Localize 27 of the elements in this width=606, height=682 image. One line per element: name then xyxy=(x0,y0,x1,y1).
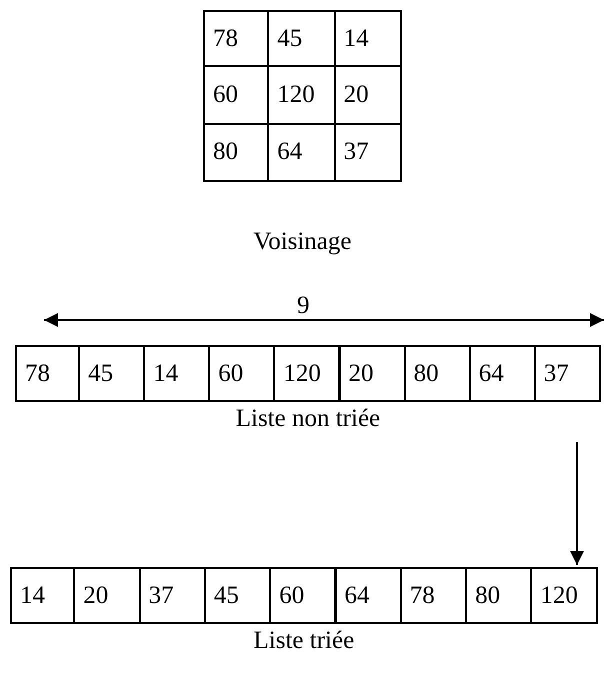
number-cell: 78 xyxy=(400,567,468,624)
number-cell: 45 xyxy=(78,345,146,402)
number-cell: 20 xyxy=(73,567,141,624)
number-cell: 64 xyxy=(468,345,536,402)
node-label: Voisinage xyxy=(253,228,352,256)
number-cell: 64 xyxy=(334,567,402,624)
number-cell: 20 xyxy=(338,345,406,402)
dimension-label: 9 xyxy=(297,292,310,320)
number-cell: 37 xyxy=(534,345,601,402)
number-cell: 45 xyxy=(204,567,272,624)
number-cell: 60 xyxy=(269,567,336,624)
number-cell: 80 xyxy=(203,122,270,182)
number-cell: 37 xyxy=(334,122,402,182)
number-cell: 120 xyxy=(530,567,598,624)
arrow xyxy=(570,442,584,565)
number-cell: 60 xyxy=(208,345,276,402)
number-cell: 80 xyxy=(404,345,471,402)
number-cell: 78 xyxy=(203,10,270,68)
node-label: Liste triée xyxy=(254,627,354,655)
number-cell: 14 xyxy=(10,567,76,624)
number-cell: 37 xyxy=(138,567,206,624)
number-cell: 14 xyxy=(334,10,402,68)
number-cell: 78 xyxy=(15,345,80,402)
number-cell: 120 xyxy=(273,345,340,402)
number-cell: 80 xyxy=(465,567,532,624)
number-cell: 14 xyxy=(143,345,210,402)
node-label: Liste non triée xyxy=(236,405,380,433)
